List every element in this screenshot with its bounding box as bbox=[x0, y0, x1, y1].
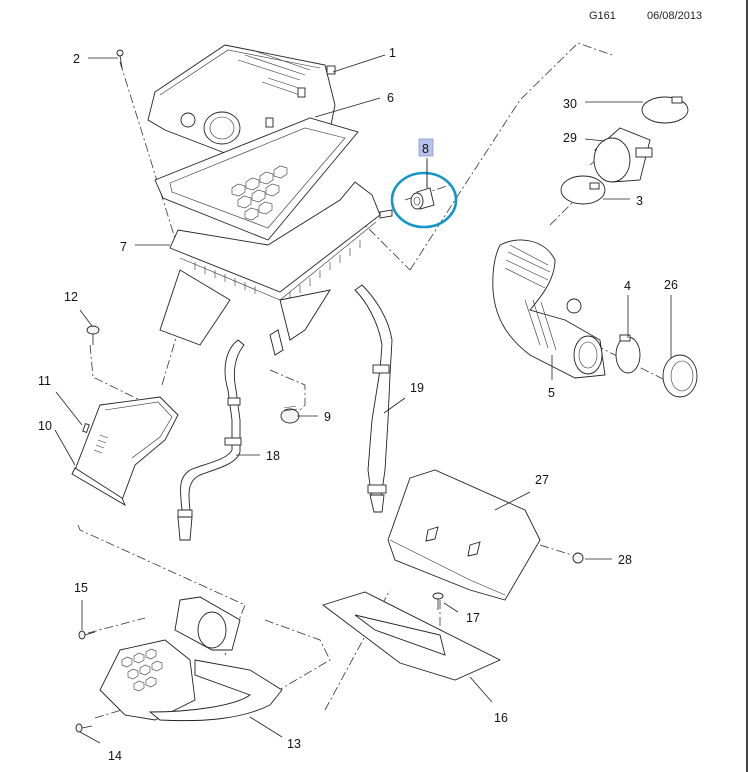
part-17-push-pin[interactable] bbox=[432, 592, 444, 610]
callout-4[interactable]: 4 bbox=[624, 279, 631, 293]
part-28-push-pin[interactable] bbox=[572, 552, 584, 564]
callout-18[interactable]: 18 bbox=[266, 449, 280, 463]
part-8-grommet[interactable] bbox=[390, 158, 458, 229]
callout-14[interactable]: 14 bbox=[108, 749, 122, 763]
part-18-vent-hose[interactable] bbox=[177, 339, 245, 541]
part-30-hose-clamp[interactable] bbox=[641, 96, 689, 124]
part-29-maf-sensor[interactable] bbox=[593, 127, 653, 183]
callout-17[interactable]: 17 bbox=[466, 611, 480, 625]
callout-10[interactable]: 10 bbox=[38, 419, 52, 433]
callout-labels: 1 2 3 4 5 6 7 8 9 10 11 12 13 14 15 16 1… bbox=[38, 46, 678, 763]
callout-15[interactable]: 15 bbox=[74, 581, 88, 595]
part-7-lower-housing[interactable] bbox=[159, 181, 393, 346]
callout-13[interactable]: 13 bbox=[287, 737, 301, 751]
part-15-screw[interactable] bbox=[78, 630, 96, 640]
part-10-resonator[interactable] bbox=[71, 396, 179, 507]
part-9-drain-valve[interactable] bbox=[269, 329, 300, 424]
part-12-push-pin[interactable] bbox=[86, 325, 100, 345]
callout-16[interactable]: 16 bbox=[494, 711, 508, 725]
leader-lines bbox=[54, 54, 672, 744]
callout-26[interactable]: 26 bbox=[664, 278, 678, 292]
callout-29[interactable]: 29 bbox=[563, 131, 577, 145]
callout-6[interactable]: 6 bbox=[387, 91, 394, 105]
callout-27[interactable]: 27 bbox=[535, 473, 549, 487]
part-5-intake-duct[interactable] bbox=[492, 239, 606, 379]
callout-2[interactable]: 2 bbox=[73, 52, 80, 66]
callout-19[interactable]: 19 bbox=[410, 381, 424, 395]
part-13-inlet-duct[interactable] bbox=[99, 596, 283, 722]
part-6-filter-element[interactable] bbox=[154, 117, 359, 241]
callout-3[interactable]: 3 bbox=[636, 194, 643, 208]
callout-12[interactable]: 12 bbox=[64, 290, 78, 304]
callout-11[interactable]: 11 bbox=[38, 374, 51, 388]
part-14-screw[interactable] bbox=[75, 723, 93, 733]
part-11-seal[interactable] bbox=[82, 422, 90, 434]
callout-8[interactable]: 8 bbox=[422, 142, 429, 156]
callout-9[interactable]: 9 bbox=[324, 410, 331, 424]
callout-5[interactable]: 5 bbox=[548, 386, 555, 400]
diagram-code: G161 bbox=[589, 10, 616, 22]
callout-30[interactable]: 30 bbox=[563, 97, 577, 111]
part-16-deflector[interactable] bbox=[322, 591, 502, 681]
part-26-seal-ring[interactable] bbox=[662, 354, 698, 398]
filter-honeycomb bbox=[231, 165, 288, 221]
part-4-hose-clamp[interactable] bbox=[615, 334, 641, 374]
part-3-hose-clamp[interactable] bbox=[560, 175, 606, 205]
inlet-grille bbox=[121, 648, 163, 692]
part-2-screw[interactable] bbox=[116, 49, 124, 69]
callout-7[interactable]: 7 bbox=[120, 240, 127, 254]
part-19-vent-hose[interactable] bbox=[354, 284, 393, 513]
callout-28[interactable]: 28 bbox=[618, 553, 632, 567]
highlight-circle bbox=[390, 171, 458, 229]
callout-1[interactable]: 1 bbox=[389, 46, 396, 60]
part-27-shield[interactable] bbox=[387, 469, 541, 601]
frame-border bbox=[746, 0, 748, 772]
diagram-date: 06/08/2013 bbox=[647, 10, 703, 22]
callout-8-highlight-box bbox=[418, 138, 434, 157]
